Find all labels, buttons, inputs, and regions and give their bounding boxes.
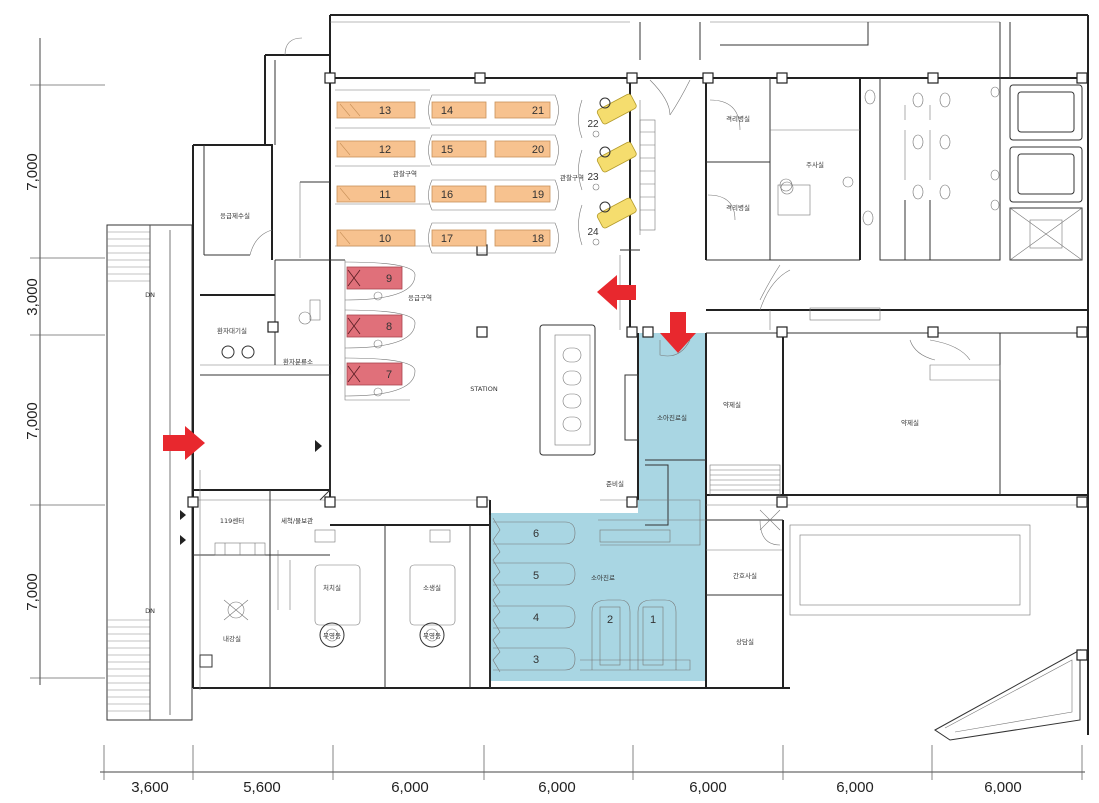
imaging-label: 내강실 <box>223 634 241 643</box>
injection-label: 주사실 <box>806 160 824 169</box>
dim-h-6: 6,000 <box>836 779 874 796</box>
bed-9: 9 <box>386 273 392 285</box>
bed-13: 13 <box>379 105 391 117</box>
observation-label-a: 관찰구역 <box>393 169 417 178</box>
dim-v-3: 7,000 <box>24 402 41 440</box>
treatment-rooms <box>277 499 491 688</box>
orange-bed-labels: 13 12 11 10 14 15 16 17 21 20 19 18 <box>379 105 544 245</box>
station-label: STATION <box>470 385 498 393</box>
ped-bed-6: 6 <box>533 528 539 540</box>
west-stairs: DN DN <box>106 224 193 721</box>
bed-19: 19 <box>532 189 544 201</box>
dim-h-3: 6,000 <box>391 779 429 796</box>
infirmary-b-label: 격리병실 <box>726 203 750 212</box>
pharmacy2-label: 약제실 <box>901 418 919 427</box>
bed-18: 18 <box>532 233 544 245</box>
chair-23: 23 <box>587 172 599 183</box>
horizontal-dimension-line: 3,600 5,600 6,000 6,000 6,000 6,000 6,00… <box>100 745 1085 796</box>
ct-a-label: 무영등 <box>323 631 341 640</box>
pediatric-area-label: 소아진료 <box>591 573 615 582</box>
orange-beds <box>336 94 559 254</box>
chair-labels: 22 23 24 <box>587 119 599 238</box>
outer-walls <box>192 14 1089 735</box>
pharmacy-label: 약제실 <box>723 400 741 409</box>
red-beds <box>344 261 416 397</box>
observation-label-b: 관찰구역 <box>560 173 584 182</box>
triage-label: 환자분류소 <box>283 357 313 366</box>
pediatric-zone <box>490 333 706 681</box>
nurse-label: 간호사실 <box>733 571 757 580</box>
bed-11: 11 <box>379 189 390 201</box>
dim-h-4: 6,000 <box>538 779 576 796</box>
ct-b-label: 무영등 <box>423 631 441 640</box>
pediatric-treat-label: 소아진료실 <box>657 413 687 422</box>
bed-16: 16 <box>441 189 453 201</box>
bed-15: 15 <box>441 144 453 156</box>
pediatric-bed-labels: 6 5 4 3 2 1 <box>533 528 656 666</box>
dim-h-5: 6,000 <box>689 779 727 796</box>
bed-12: 12 <box>379 144 391 156</box>
infirmary-a-label: 격리병실 <box>726 114 750 123</box>
bed-10: 10 <box>379 233 391 245</box>
door-swings <box>284 37 971 546</box>
chair-bays <box>578 93 637 246</box>
wash-label: 세척/물보관 <box>281 516 313 525</box>
ped-bed-1: 1 <box>650 614 656 626</box>
dim-h-2: 5,600 <box>243 779 281 796</box>
bed-21: 21 <box>532 105 544 117</box>
entry-arrow-east <box>597 275 636 310</box>
left-fixtures <box>180 299 322 668</box>
entry-arrow-north <box>660 312 696 353</box>
patient-area <box>330 78 691 456</box>
chair-22: 22 <box>587 119 599 130</box>
vertical-dimension-line: 7,000 3,000 7,000 7,000 <box>24 38 105 685</box>
ems-label: 119센터 <box>220 516 244 525</box>
bed-17: 17 <box>441 233 453 245</box>
bed-14: 14 <box>441 105 453 117</box>
ped-bed-5: 5 <box>533 570 539 582</box>
decon-label: 응급제수실 <box>220 211 250 220</box>
doctor-duty-label: 환자대기실 <box>217 326 247 335</box>
room-labels: STATION 응급제수실 환자대기실 환자분류소 119센터 세척/물보관 처… <box>217 114 919 646</box>
emergency-area-label: 응급구역 <box>408 293 432 302</box>
entry-arrow-west <box>163 426 205 460</box>
counsel-label: 상담실 <box>736 637 754 646</box>
restroom-fixtures <box>780 86 1000 226</box>
bed-7: 7 <box>386 369 392 381</box>
stairs-dn-top: DN <box>145 291 155 299</box>
resus-room-label: 소생실 <box>423 583 441 592</box>
dim-v-1: 7,000 <box>24 153 41 191</box>
columns <box>187 72 1088 661</box>
right-rooms <box>705 78 1088 688</box>
dim-v-4: 7,000 <box>24 573 41 611</box>
dim-h-1: 3,600 <box>131 779 169 796</box>
bed-20: 20 <box>532 144 544 156</box>
ped-bed-3: 3 <box>533 654 539 666</box>
dim-v-2: 3,000 <box>24 278 41 316</box>
trauma-room-label: 처치실 <box>323 583 341 592</box>
pediatric-walls <box>489 333 710 688</box>
red-bed-labels: 9 8 7 <box>386 273 392 381</box>
dim-h-7: 6,000 <box>984 779 1022 796</box>
prep-label: 준비실 <box>606 479 624 488</box>
ped-bed-4: 4 <box>533 612 539 624</box>
ped-bed-2: 2 <box>607 614 613 626</box>
chair-24: 24 <box>587 227 599 238</box>
left-rooms <box>193 60 331 690</box>
stairs-dn-bottom: DN <box>145 607 155 615</box>
east-ramp <box>789 524 1081 741</box>
bed-8: 8 <box>386 321 392 333</box>
